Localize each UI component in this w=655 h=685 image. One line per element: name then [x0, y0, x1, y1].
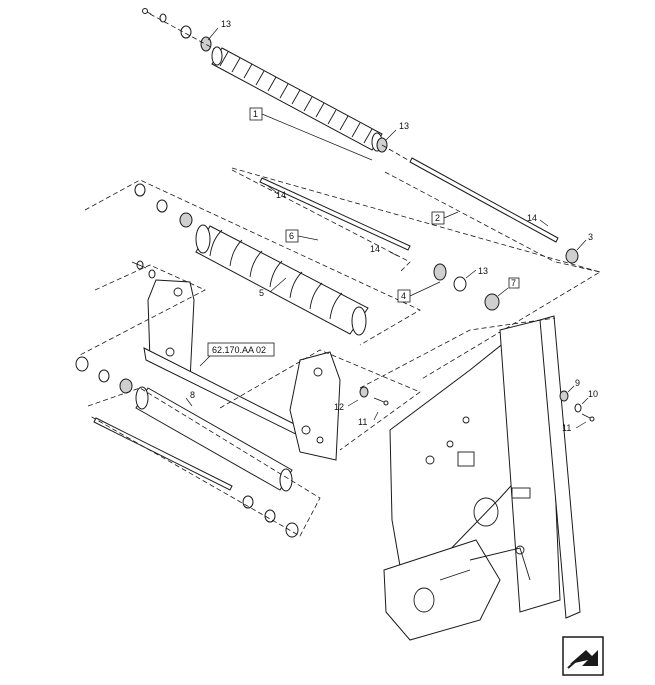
- callout-8: 8: [190, 390, 195, 400]
- callout-14-upper-bar: 14: [276, 190, 286, 200]
- screw-fastener: [142, 8, 152, 15]
- bearing-13-middle-outer: [433, 263, 447, 281]
- bearing-left-middle: [156, 199, 168, 213]
- callout-10: 10: [588, 389, 598, 399]
- callout-2: 2: [435, 213, 440, 223]
- fasteners-9-10-11: 9 10 11: [559, 378, 598, 433]
- callout-13-upper-right: 13: [399, 121, 409, 131]
- lower-rod: [93, 417, 233, 491]
- flange-bearing-7: [484, 293, 500, 311]
- auger-roller: [211, 46, 383, 152]
- reference-label-text: 62.170.AA 02: [212, 345, 266, 355]
- lower-roller-assembly: 8: [75, 356, 321, 538]
- callout-6-box: [285, 229, 299, 243]
- callout-1: 1: [253, 109, 258, 119]
- end-cap-3: [565, 248, 579, 264]
- shaft-assembly: 2 14 3: [384, 157, 601, 273]
- lower-mount: [383, 539, 501, 641]
- spiral-roller-5: [195, 224, 369, 336]
- scraper-bar-upper: [259, 177, 411, 251]
- callout-5: 5: [259, 288, 264, 298]
- callout-3: 3: [588, 232, 593, 242]
- bearing-13-left: [200, 36, 212, 52]
- callout-14-lower-bar: 14: [370, 244, 380, 254]
- reference-label-box[interactable]: [207, 342, 275, 357]
- callout-13-middle: 13: [478, 266, 488, 276]
- callout-4: 4: [401, 291, 406, 301]
- middle-roller-assembly: 5 14 14 6 13 7 4: [84, 167, 601, 381]
- tube-8: [135, 387, 293, 491]
- callout-7: 7: [511, 278, 516, 288]
- callout-6: 6: [289, 231, 294, 241]
- washer: [159, 13, 167, 23]
- bearing-left-outer: [134, 183, 146, 197]
- callout-11-right: 11: [562, 423, 571, 433]
- page-turn-arrow-icon[interactable]: [562, 636, 604, 676]
- vertical-rail: [539, 315, 581, 619]
- shaft-rod: [409, 157, 559, 243]
- callout-2-box: [431, 211, 445, 225]
- bearing-ring: [180, 25, 192, 39]
- fastener-12-11: 12 11: [334, 386, 389, 427]
- callout-12: 12: [334, 402, 344, 412]
- callout-13-upper-left: 13: [221, 19, 231, 29]
- left-side-frame: [79, 260, 321, 447]
- callout-9: 9: [575, 378, 580, 388]
- callout-7-box: [508, 277, 520, 289]
- callout-14-shaft: 14: [527, 213, 537, 223]
- main-frame-structure: [359, 315, 581, 641]
- callout-4-box: [397, 289, 411, 303]
- bearing-13-middle: [453, 276, 467, 292]
- upper-roller-assembly: 13 13 1: [142, 8, 409, 161]
- reference-label[interactable]: 62.170.AA 02: [199, 342, 275, 367]
- callout-11-left: 11: [358, 417, 367, 427]
- right-bracket: [219, 349, 421, 461]
- bearing-left-inner: [179, 212, 193, 228]
- callout-1-box: [249, 107, 263, 121]
